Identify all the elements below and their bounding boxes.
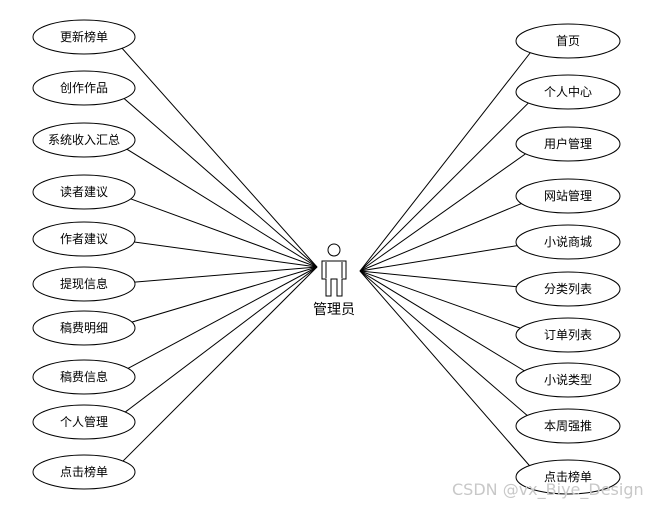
use-case-left: 稿费信息 bbox=[32, 359, 136, 395]
right-association-line bbox=[359, 270, 540, 427]
use-case-label: 稿费信息 bbox=[60, 369, 108, 384]
left-association-line bbox=[111, 36, 318, 268]
use-case-label: 读者建议 bbox=[60, 185, 108, 199]
right-association-line bbox=[359, 195, 540, 272]
use-case-left: 更新榜单 bbox=[32, 19, 136, 55]
use-case-oval bbox=[32, 19, 136, 55]
use-case-oval bbox=[515, 126, 621, 162]
use-case-oval bbox=[32, 454, 136, 490]
right-association-line bbox=[359, 270, 540, 336]
use-case-oval bbox=[32, 404, 136, 440]
use-case-label: 个人中心 bbox=[544, 84, 592, 99]
actor-body bbox=[321, 260, 347, 297]
use-case-oval bbox=[32, 174, 136, 210]
use-case-left: 读者建议 bbox=[32, 174, 136, 210]
watermark: CSDN @vx_Biye_Design bbox=[452, 480, 644, 499]
use-case-left: 点击榜单 bbox=[32, 454, 136, 490]
use-case-right: 首页 bbox=[515, 23, 621, 59]
use-case-label: 创作作品 bbox=[60, 81, 108, 95]
right-association-line bbox=[359, 241, 540, 272]
use-case-oval bbox=[32, 70, 136, 106]
use-case-oval bbox=[515, 408, 621, 444]
use-case-oval bbox=[32, 221, 136, 257]
use-case-right: 个人中心 bbox=[515, 74, 621, 110]
right-association-line bbox=[359, 91, 540, 272]
use-case-label: 个人管理 bbox=[60, 414, 108, 429]
use-case-oval bbox=[515, 23, 621, 59]
use-case-oval bbox=[32, 122, 136, 158]
use-case-oval bbox=[515, 224, 621, 260]
right-association-line bbox=[359, 270, 540, 381]
use-case-oval bbox=[515, 459, 621, 495]
use-case-oval bbox=[32, 266, 136, 302]
left-association-line bbox=[111, 266, 318, 423]
use-case-label: 作者建议 bbox=[60, 232, 108, 246]
left-use-cases: 更新榜单创作作品系统收入汇总读者建议作者建议提现信息稿费明细稿费信息个人管理点击… bbox=[32, 19, 136, 490]
left-association-line bbox=[111, 238, 318, 268]
left-association-line bbox=[111, 266, 318, 378]
use-case-label: 系统收入汇总 bbox=[48, 133, 120, 147]
left-association-line bbox=[111, 87, 318, 268]
use-case-oval bbox=[32, 359, 136, 395]
use-case-label: 首页 bbox=[556, 34, 580, 48]
use-case-label: 点击榜单 bbox=[60, 464, 108, 479]
actor-administrator: 管理员 bbox=[313, 243, 355, 318]
use-case-oval bbox=[515, 362, 621, 398]
right-association-line bbox=[359, 40, 540, 272]
right-association-line bbox=[359, 143, 540, 272]
use-case-right: 点击榜单 bbox=[515, 459, 621, 495]
use-case-oval bbox=[515, 271, 621, 307]
use-case-right: 订单列表 bbox=[515, 317, 621, 353]
use-case-oval bbox=[32, 310, 136, 346]
left-association-line bbox=[111, 266, 318, 473]
use-case-label: 点击榜单 bbox=[544, 469, 592, 484]
right-association-line bbox=[359, 270, 540, 290]
use-case-right: 小说商城 bbox=[515, 224, 621, 260]
use-case-right: 本周强推 bbox=[515, 408, 621, 444]
use-case-label: 分类列表 bbox=[544, 282, 592, 296]
use-case-label: 本周强推 bbox=[544, 419, 592, 433]
left-association-line bbox=[112, 266, 318, 285]
left-association-line bbox=[111, 266, 318, 329]
right-association-line bbox=[359, 270, 540, 478]
left-association-line bbox=[111, 191, 318, 268]
use-case-right: 小说类型 bbox=[515, 362, 621, 398]
use-case-label: 小说商城 bbox=[544, 234, 592, 249]
actor-label: 管理员 bbox=[313, 302, 355, 318]
use-case-label: 小说类型 bbox=[544, 372, 592, 387]
use-case-left: 提现信息 bbox=[32, 266, 136, 302]
use-case-oval bbox=[515, 178, 621, 214]
use-case-label: 订单列表 bbox=[544, 328, 592, 342]
use-case-label: 稿费明细 bbox=[60, 320, 108, 335]
use-case-label: 提现信息 bbox=[60, 276, 108, 291]
use-case-left: 作者建议 bbox=[32, 221, 136, 257]
use-case-label: 网站管理 bbox=[544, 188, 592, 203]
use-case-label: 更新榜单 bbox=[60, 29, 108, 44]
use-case-left: 稿费明细 bbox=[32, 310, 136, 346]
use-case-left: 系统收入汇总 bbox=[32, 122, 136, 158]
actor-head bbox=[327, 243, 341, 257]
use-case-oval bbox=[515, 317, 621, 353]
use-case-oval bbox=[515, 74, 621, 110]
association-lines bbox=[111, 36, 540, 478]
use-case-right: 用户管理 bbox=[515, 126, 621, 162]
use-case-left: 个人管理 bbox=[32, 404, 136, 440]
use-case-label: 用户管理 bbox=[544, 136, 592, 151]
use-case-right: 网站管理 bbox=[515, 178, 621, 214]
use-case-left: 创作作品 bbox=[32, 70, 136, 106]
use-case-right: 分类列表 bbox=[515, 271, 621, 307]
left-association-line bbox=[111, 139, 318, 268]
